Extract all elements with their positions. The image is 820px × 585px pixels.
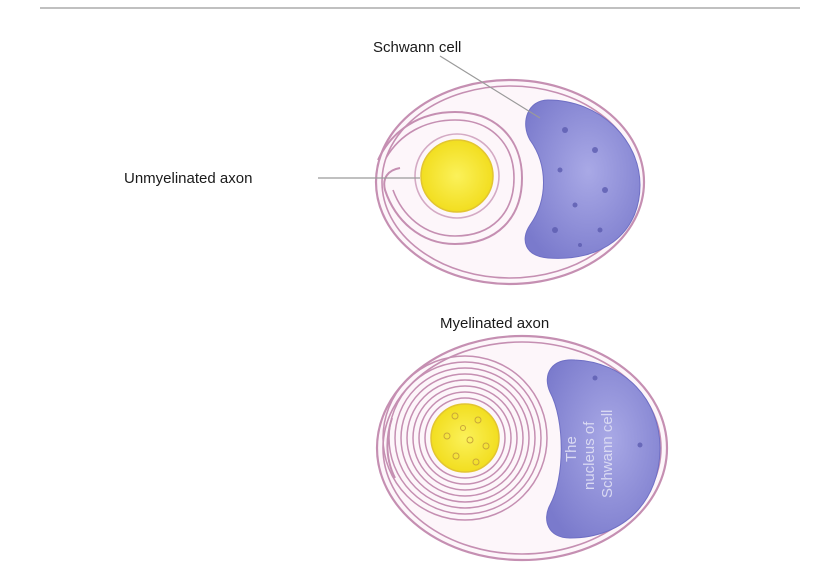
label-myelinated-axon: Myelinated axon bbox=[440, 315, 549, 332]
label-schwann-cell: Schwann cell bbox=[373, 39, 461, 56]
myelinated-axon bbox=[431, 404, 499, 472]
label-nucleus-line2: nucleus of bbox=[581, 421, 598, 490]
label-nucleus-line1: The bbox=[563, 436, 580, 462]
unmyelinated-axon bbox=[421, 140, 493, 212]
label-nucleus-line3: Schwann cell bbox=[599, 410, 616, 498]
unmyelinated-figure bbox=[376, 80, 644, 284]
myelinated-figure bbox=[377, 336, 667, 560]
label-unmyelinated-axon: Unmyelinated axon bbox=[124, 170, 252, 187]
